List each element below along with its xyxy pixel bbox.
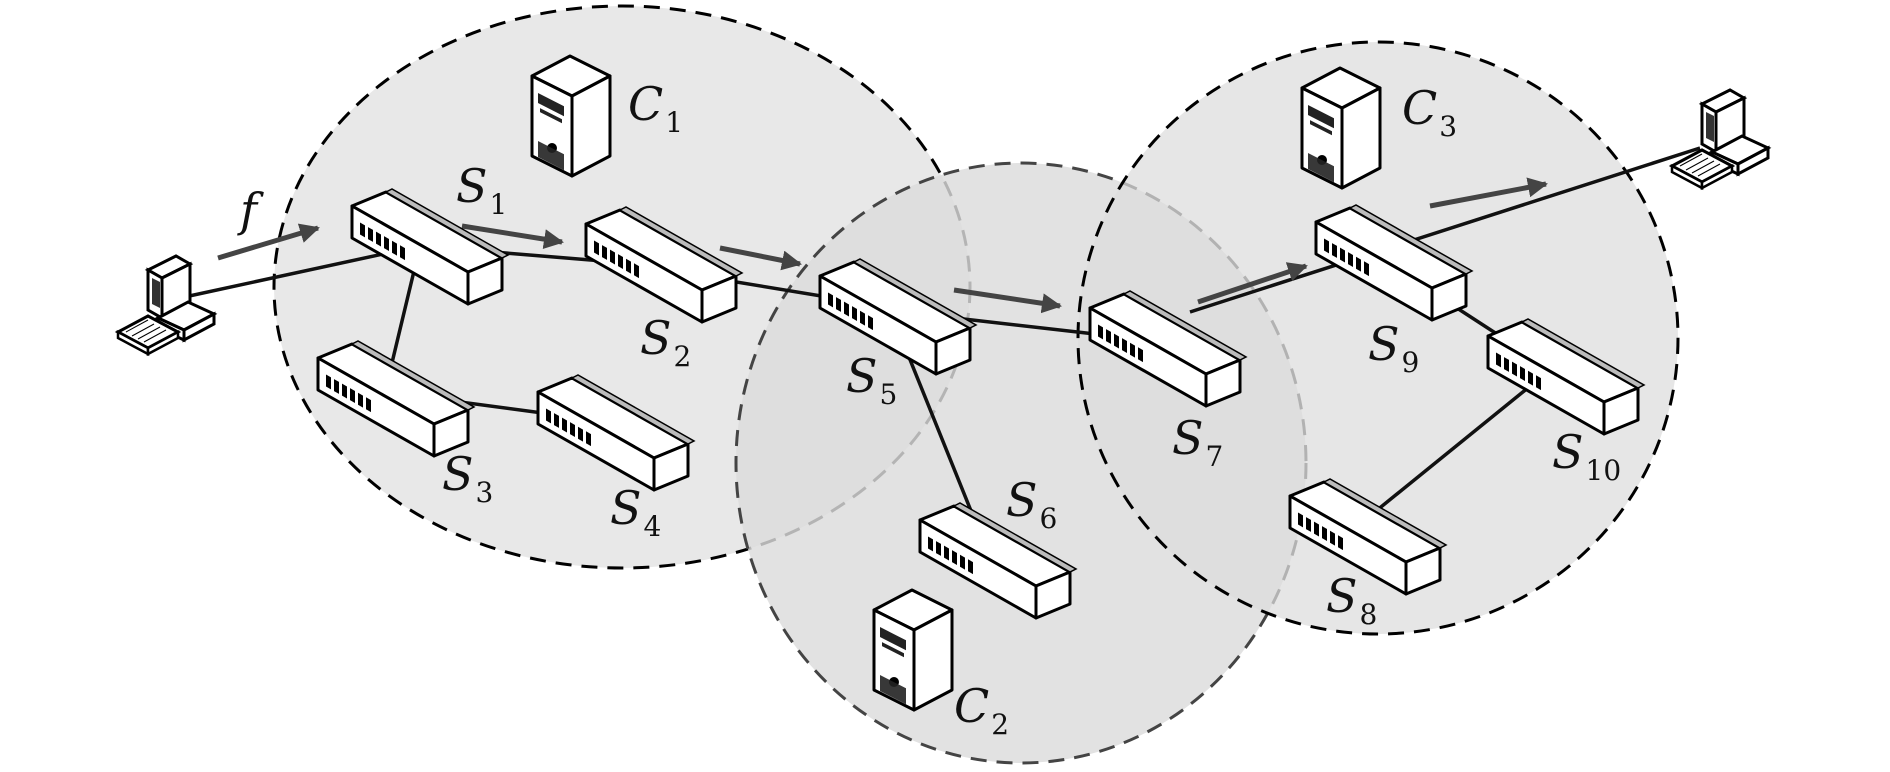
source-host-computer-icon[interactable] xyxy=(116,254,216,356)
domain-regions xyxy=(272,4,1680,765)
switch-s7-label: S7 xyxy=(1172,411,1223,473)
labels: f C1 C2 C3 S1 S2 S3 S4 S5 S6 S7 S8 S9 S1… xyxy=(237,77,1621,741)
controller-c1-label: C1 xyxy=(628,77,683,139)
switch-s10-label: S10 xyxy=(1552,425,1621,487)
controller-c3-server-icon[interactable] xyxy=(1300,66,1382,190)
flow-arrow-3 xyxy=(719,245,802,271)
switch-s9-label: S9 xyxy=(1368,317,1419,379)
switch-s8-label: S8 xyxy=(1326,569,1377,631)
switch-s4-label: S4 xyxy=(610,481,661,543)
flow-arrows xyxy=(217,177,1548,314)
switch-s1-label: S1 xyxy=(456,159,507,221)
flow-arrow-1 xyxy=(217,223,320,261)
switch-s6-label: S6 xyxy=(1006,473,1057,535)
controller-c3-label: C3 xyxy=(1402,81,1457,143)
destination-host-computer-icon[interactable] xyxy=(1670,88,1770,190)
controller-c1-server-icon[interactable] xyxy=(530,54,612,178)
switch-s5-label: S5 xyxy=(846,349,897,411)
controller-c2-label: C2 xyxy=(954,679,1009,741)
switch-s2-label: S2 xyxy=(640,311,691,373)
link-s7-s9-host xyxy=(1189,146,1701,314)
switch-s3-label: S3 xyxy=(442,447,493,509)
controller-c2-server-icon[interactable] xyxy=(872,588,954,712)
flow-arrow-6 xyxy=(1429,177,1548,209)
flow-arrow-2 xyxy=(461,223,564,250)
flow-arrow-5 xyxy=(1197,262,1308,305)
flow-label: f xyxy=(237,183,264,237)
flow-arrow-4 xyxy=(953,287,1062,314)
link-s10-s8 xyxy=(1353,368,1552,530)
